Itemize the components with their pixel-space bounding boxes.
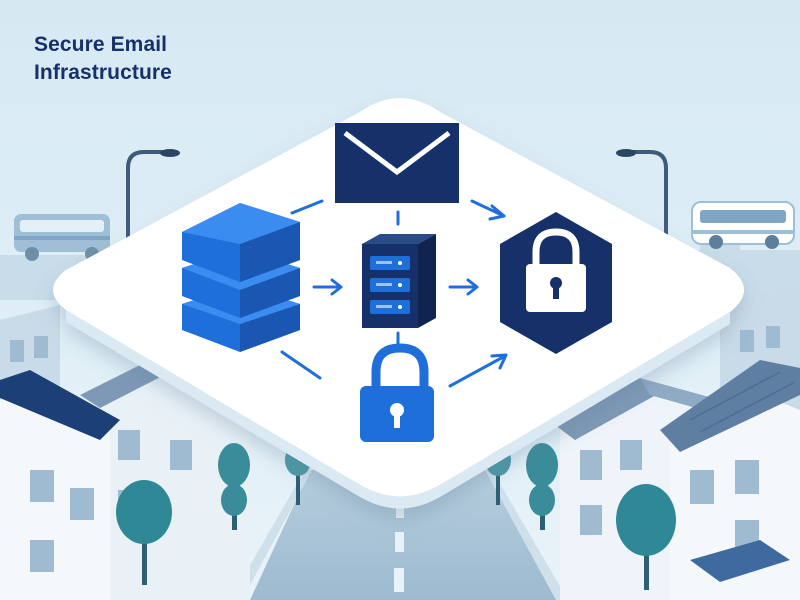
houses-right	[555, 285, 800, 600]
street-lamp-right	[616, 149, 668, 257]
database-stack-icon	[182, 203, 300, 352]
arrow-database-to-email	[290, 199, 324, 215]
server-icon	[362, 234, 436, 328]
hexagon-padlock-icon	[500, 212, 612, 354]
arrow-email-to-encryption	[470, 199, 506, 221]
envelope-icon	[335, 123, 459, 203]
title-line-1: Secure Email	[34, 33, 168, 56]
tree	[116, 480, 172, 585]
road	[230, 470, 568, 600]
houses-left	[0, 305, 260, 600]
tree	[218, 443, 250, 530]
bus-left	[14, 214, 110, 261]
flow-arrows	[280, 199, 508, 388]
arrow-database-to-server	[312, 278, 343, 296]
tree	[616, 484, 676, 590]
tree	[526, 443, 558, 530]
arrow-lock-to-encryption	[448, 353, 508, 388]
street-lamp-left	[126, 149, 180, 252]
bus-right	[691, 201, 795, 249]
padlock-icon	[360, 343, 434, 442]
arrow-server-to-encryption	[448, 278, 479, 296]
arrow-database-to-lock	[280, 350, 322, 380]
title-line-2: Infrastructure	[34, 61, 172, 84]
page-title: Secure Email Infrastructure	[34, 31, 294, 87]
